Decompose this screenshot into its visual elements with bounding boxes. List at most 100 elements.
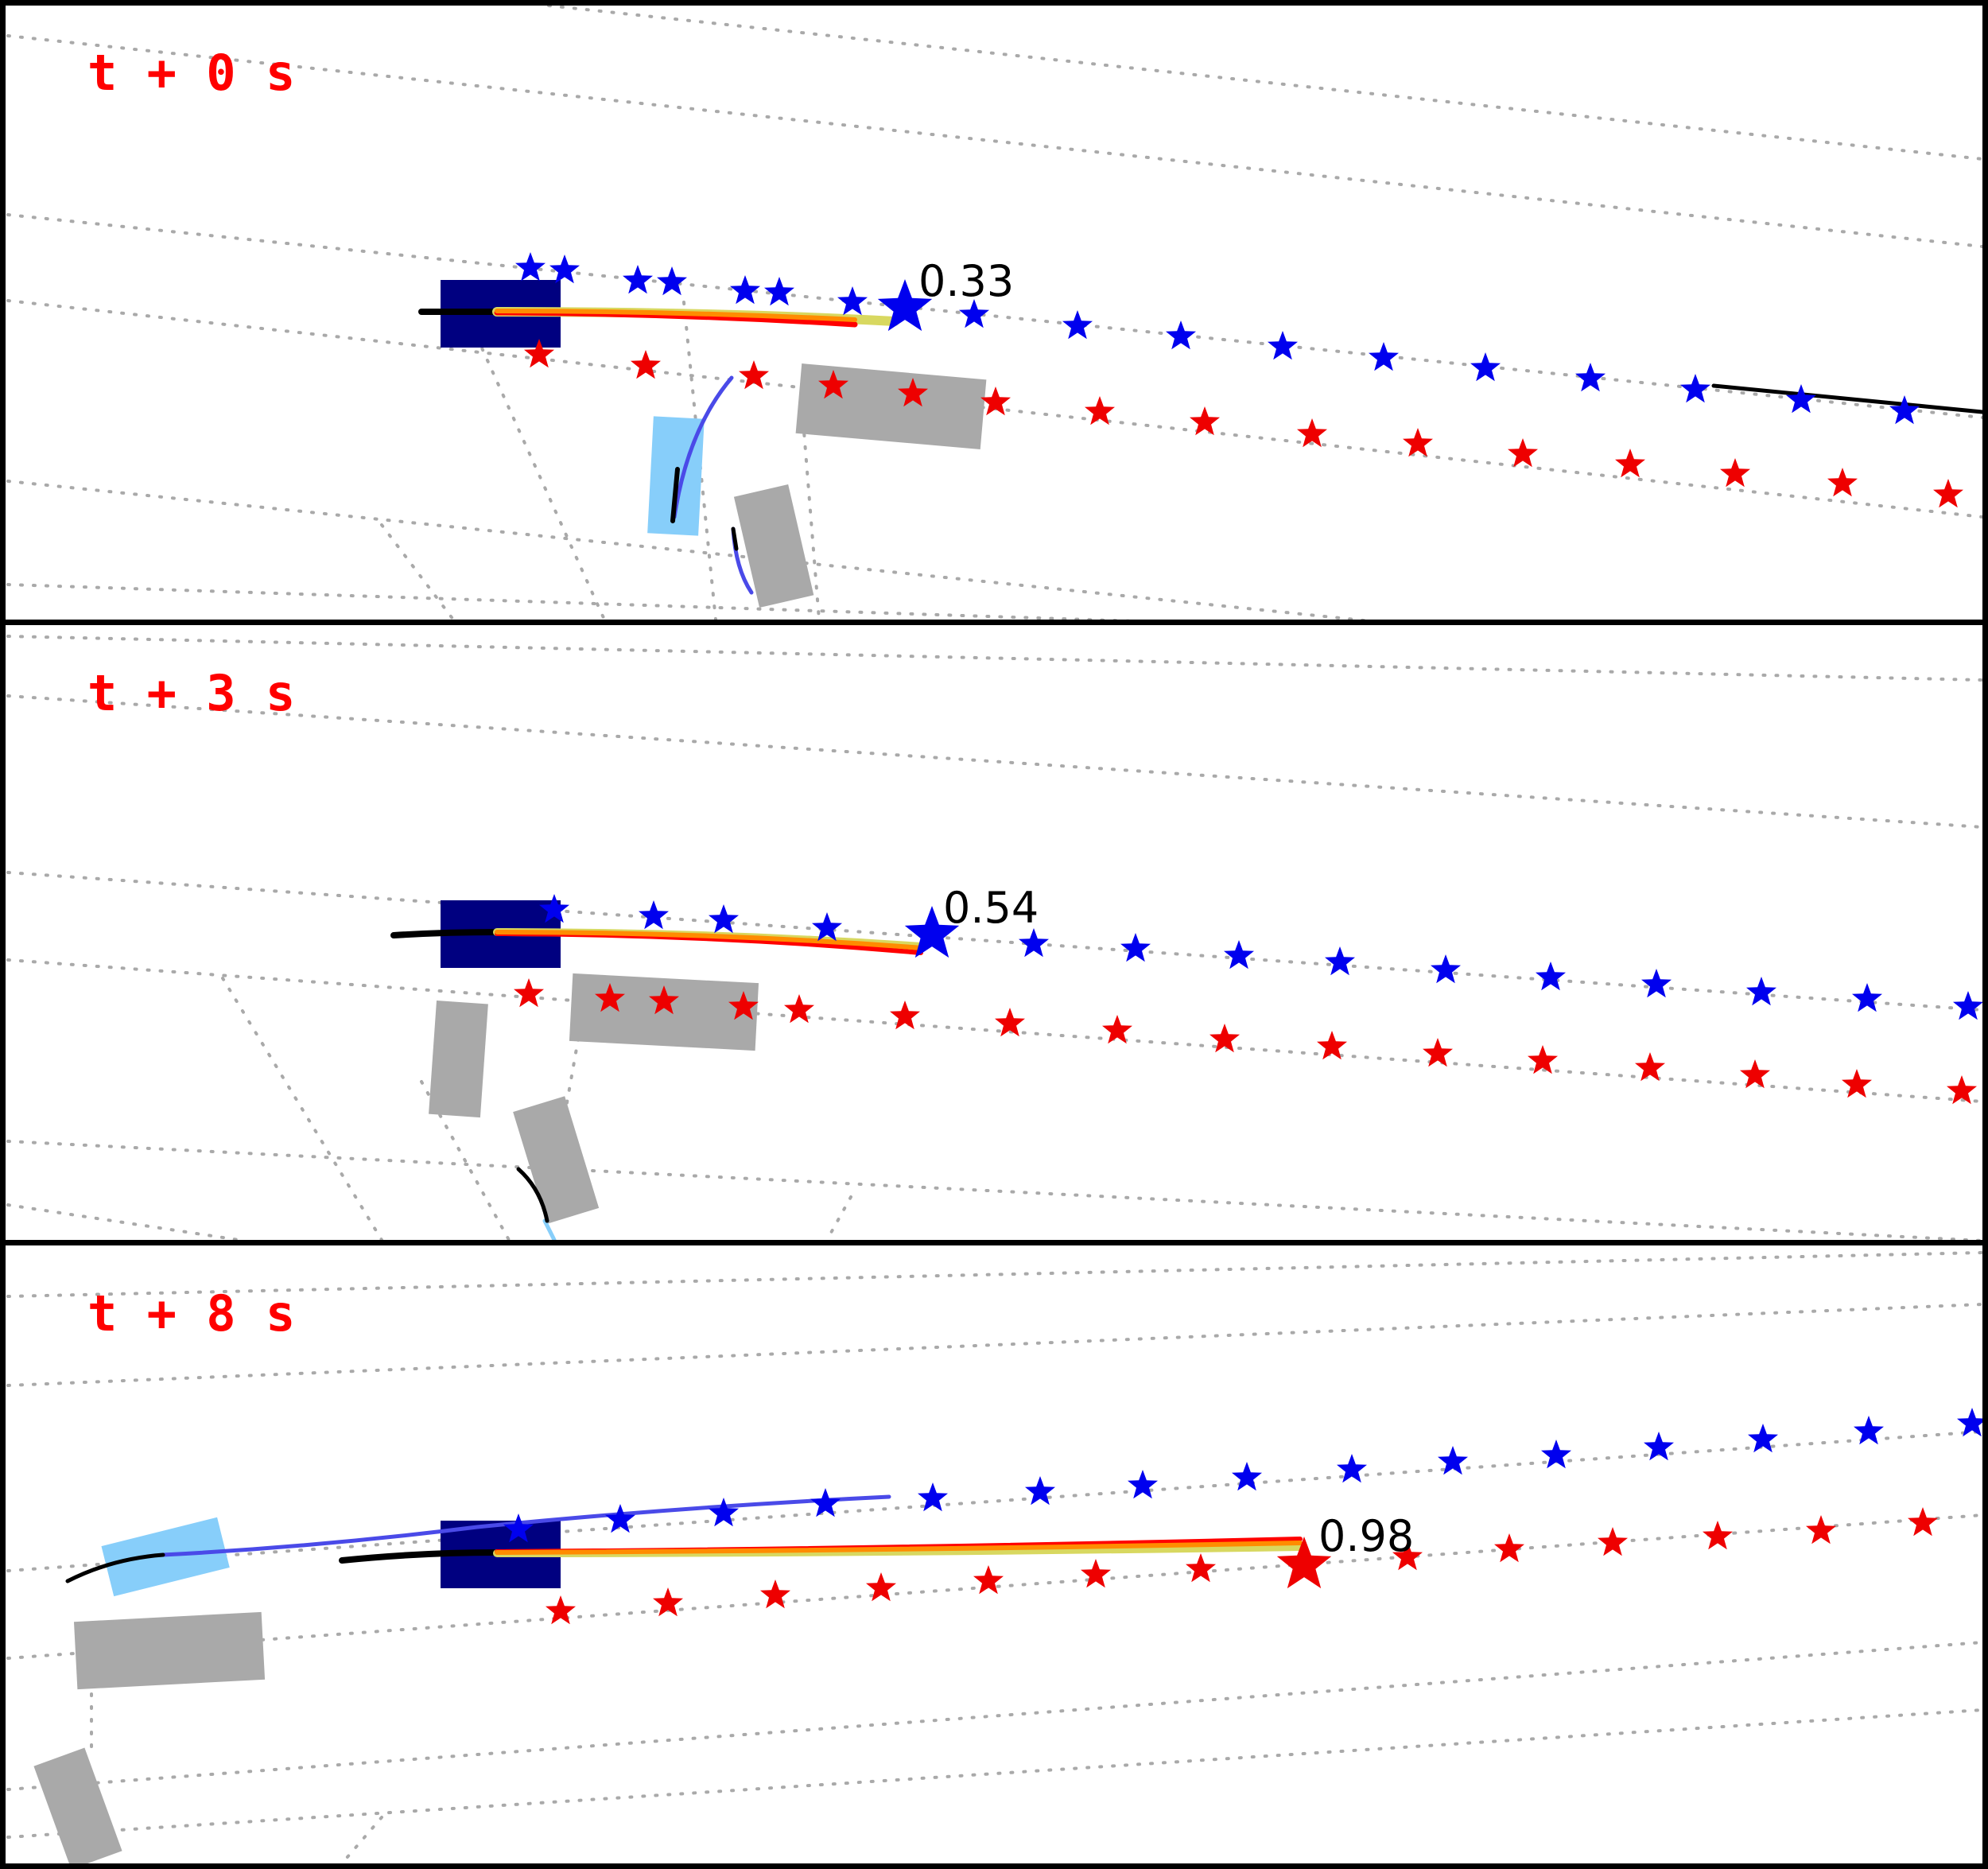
goal-star-icon [1224, 940, 1254, 969]
goal-star-icon [1720, 458, 1750, 488]
agent-predicted-path [542, 1218, 557, 1240]
goal-star-icon [1494, 1533, 1524, 1563]
agent-predicted-path [161, 1494, 891, 1557]
static-vehicle [33, 1747, 122, 1863]
goal-star-icon [1186, 1553, 1216, 1583]
goal-star-icon [1276, 1537, 1332, 1589]
goal-star-icon [1889, 395, 1920, 425]
goal-star-icon [1528, 1045, 1558, 1074]
goal-star-icon [837, 286, 868, 316]
goal-star-icon [1536, 962, 1566, 991]
goal-star-icon [1933, 479, 1963, 508]
goal-probability: 0.54 [943, 883, 1039, 933]
pedestrian-history [731, 527, 739, 551]
goal-star-icon [1748, 1424, 1778, 1453]
goal-star-icon [1953, 991, 1982, 1020]
lane-markings [6, 1251, 1982, 1863]
goal-probability: 0.98 [1318, 1511, 1414, 1561]
goal-star-icon [1297, 418, 1327, 448]
selected-goal [877, 279, 933, 332]
agent-history [670, 467, 680, 523]
goal-star-icon [810, 1488, 841, 1517]
goal-star-icon [605, 1504, 635, 1533]
static-vehicle [733, 484, 814, 608]
goal-star-icon [995, 1008, 1025, 1037]
goal-star-icon [1470, 352, 1501, 382]
goal-star-icon [728, 991, 759, 1020]
red-goal-candidates [546, 1507, 1938, 1625]
goal-star-icon [1641, 969, 1672, 998]
goal-star-icon [1438, 1446, 1468, 1475]
goal-star-icon [1166, 321, 1196, 350]
goal-star-icon [649, 985, 679, 1015]
panel-frame [0, 0, 1988, 625]
goal-star-icon [539, 894, 569, 923]
goal-star-icon [1431, 954, 1461, 984]
goal-star-icon [1806, 1515, 1836, 1545]
goal-star-icon [657, 266, 687, 296]
goal-star-icon [904, 906, 960, 958]
goal-star-icon [1062, 310, 1093, 340]
vehicles [33, 1517, 561, 1863]
goal-star-icon [1325, 946, 1355, 976]
goal-star-icon [818, 370, 848, 399]
ego-prediction-alt [495, 309, 857, 322]
static-vehicle [795, 363, 987, 450]
static-vehicle [513, 1096, 600, 1224]
goal-star-icon [709, 904, 739, 934]
goal-star-icon [549, 255, 580, 284]
goal-star-icon [1403, 428, 1433, 457]
goal-star-icon [1680, 374, 1710, 403]
goal-star-icon [1128, 1470, 1158, 1499]
goal-star-icon [1369, 342, 1399, 371]
panel-t0: t + 0 s 0.33 [6, 6, 1982, 620]
agent-predicted-path [672, 375, 734, 519]
ego-history [339, 1549, 500, 1564]
trajectories [418, 307, 1982, 595]
goal-star-icon [784, 994, 814, 1024]
panel-t3: t + 3 s 0.54 [6, 635, 1982, 1240]
lane-markings [6, 6, 1982, 620]
goal-star-icon [1615, 449, 1645, 478]
red-goal-candidates [524, 339, 1963, 508]
goal-star-icon [1209, 1024, 1240, 1053]
panel-frame [0, 1240, 1988, 1869]
goal-star-icon [623, 265, 653, 294]
goal-star-icon [959, 299, 989, 328]
goal-star-icon [730, 275, 760, 305]
static-vehicle [569, 973, 759, 1051]
far-vehicle-history [1711, 383, 1982, 414]
trajectories [390, 928, 925, 1240]
panel-title: t + 3 s [87, 664, 295, 722]
goal-probability: 0.33 [918, 256, 1014, 306]
goal-star-icon [1740, 1059, 1770, 1089]
goal-star-icon [515, 252, 546, 282]
goal-star-icon [546, 1595, 576, 1625]
goal-star-icon [1908, 1507, 1938, 1537]
static-vehicle [429, 1000, 488, 1118]
goal-star-icon [1085, 396, 1115, 425]
goal-star-icon [760, 1580, 790, 1609]
goal-star-icon [1025, 1476, 1055, 1506]
goal-star-icon [1019, 928, 1049, 958]
goal-star-icon [631, 350, 661, 379]
panel-title: t + 8 s [87, 1284, 295, 1342]
goal-star-icon [503, 1513, 534, 1543]
ego-prediction-alt [495, 1541, 1303, 1555]
goal-star-icon [812, 912, 842, 942]
goal-star-icon [1957, 1408, 1982, 1437]
panel-t8: t + 8 s 0.98 [6, 1251, 1982, 1863]
goal-star-icon [1268, 331, 1298, 360]
goal-star-icon [1703, 1521, 1733, 1550]
trajectories [65, 1494, 1304, 1583]
selected-goal [904, 906, 960, 958]
agent-history [65, 1552, 165, 1583]
goal-star-icon [1635, 1052, 1665, 1082]
goal-star-icon [739, 360, 769, 390]
goal-star-icon [1575, 363, 1606, 392]
goal-star-icon [1423, 1038, 1453, 1067]
red-goal-candidates [514, 978, 1977, 1105]
goal-star-icon [898, 378, 928, 407]
